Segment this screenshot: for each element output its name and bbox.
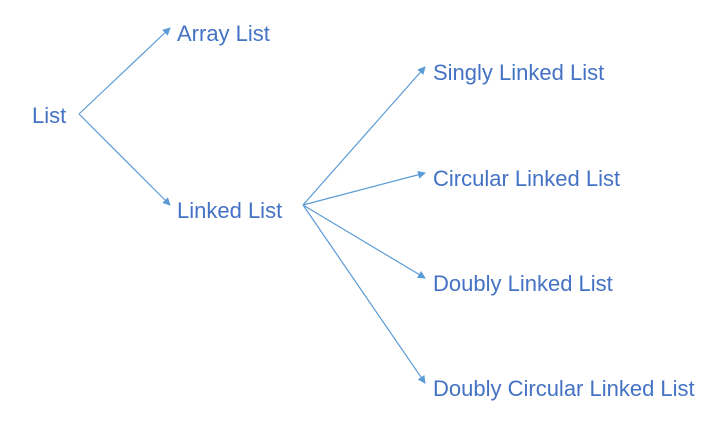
node-array-list: Array List [177, 21, 270, 46]
node-list: List [32, 103, 66, 128]
edge-linked-list-to-singly [302, 66, 426, 206]
node-circular-linked-list: Circular Linked List [433, 166, 620, 191]
edge-list-to-array-list [78, 27, 171, 115]
edge-linked-list-to-doubly-circular [302, 204, 426, 384]
node-singly-linked-list: Singly Linked List [433, 60, 604, 85]
edge-linked-list-to-circular [302, 170, 426, 206]
edge-linked-list-to-doubly [302, 204, 426, 279]
node-doubly-linked-list: Doubly Linked List [433, 271, 613, 296]
edge-list-to-linked-list [78, 113, 171, 206]
node-doubly-circular-linked-list: Doubly Circular Linked List [433, 376, 695, 401]
node-linked-list: Linked List [177, 198, 282, 223]
